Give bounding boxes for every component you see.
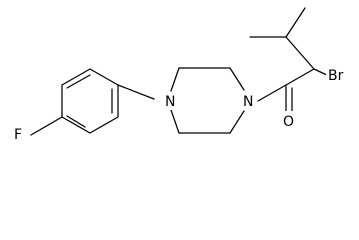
atom-label-nitrogen-right: N	[243, 94, 253, 110]
aryl-n-bond	[117, 84, 155, 100]
fluorine-bond	[30, 116, 63, 136]
atom-label-oxygen: O	[283, 114, 294, 130]
atom-label-nitrogen-left: N	[165, 94, 175, 110]
double-bond-inner-3	[66, 115, 86, 128]
bond-ring-5	[61, 116, 91, 134]
fluorophenyl-ring	[61, 68, 119, 134]
bond-ring-4	[89, 116, 119, 134]
mask-n-right	[242, 92, 256, 110]
piperazine-ring	[170, 67, 245, 134]
bond-pip-4	[229, 110, 245, 134]
mask-oxygen	[282, 111, 296, 129]
bond-c-f	[30, 116, 63, 136]
carbonyl-bond	[285, 84, 293, 112]
bond-pip-6	[170, 109, 180, 134]
mask-n-left	[164, 92, 178, 110]
bond-n-c	[257, 84, 287, 102]
mask-bromine	[326, 66, 356, 84]
bond-ch-methyl-2	[285, 7, 306, 38]
bond-ring-1	[61, 68, 91, 86]
structure-drawing: F N N Br O	[11, 7, 356, 143]
bond-pip-3	[229, 67, 245, 91]
atom-label-bromine: Br	[328, 68, 344, 84]
molecule-canvas: F N N Br O	[11, 7, 356, 143]
atom-label-fluorine: F	[14, 127, 22, 143]
double-bond-inner-1	[66, 74, 91, 89]
bond-c-alpha	[285, 68, 315, 86]
bond-aryl-n	[117, 84, 155, 100]
bond-ring-2	[89, 68, 119, 86]
bond-pip-1	[170, 67, 180, 92]
mask-fluorine	[11, 124, 25, 142]
bond-alpha-ch	[285, 36, 315, 70]
isopropyl-bonds	[249, 7, 315, 70]
amide-bond	[257, 84, 287, 102]
alpha-carbon-bond	[285, 68, 315, 86]
